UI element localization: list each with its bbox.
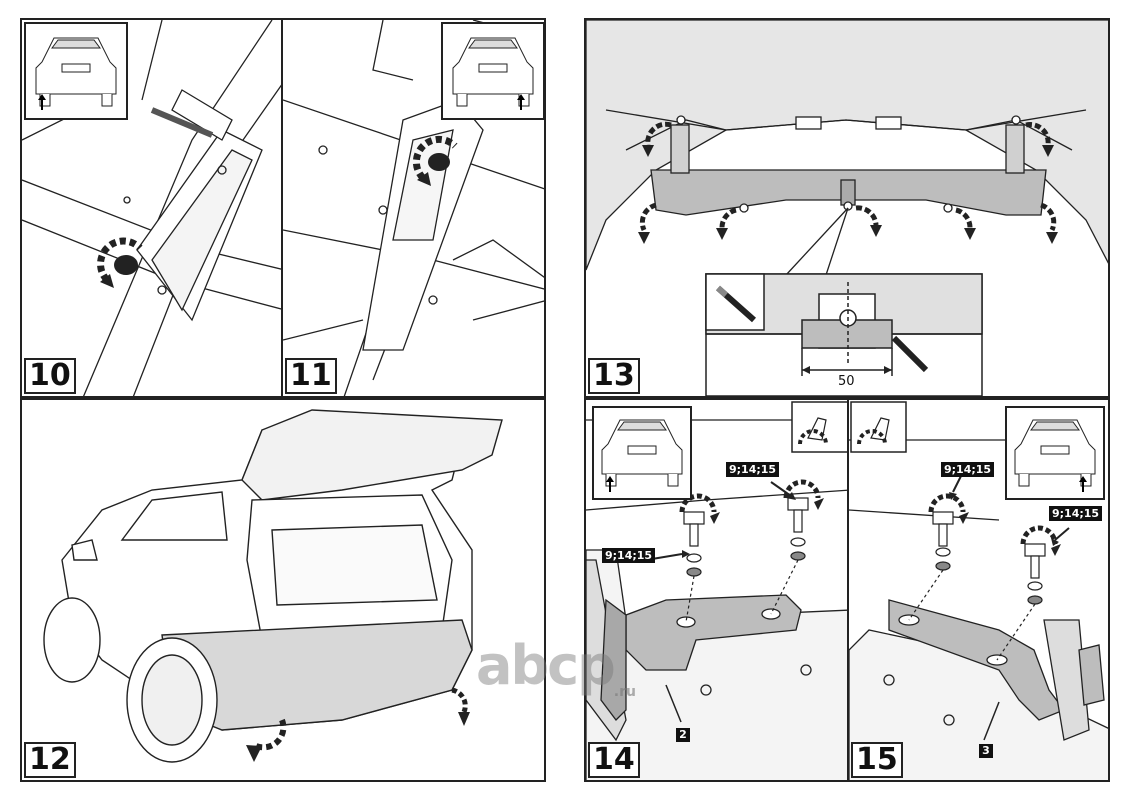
step-number: 14 <box>588 742 640 778</box>
panel-step-13: 50 13 <box>584 18 1110 398</box>
step-number: 12 <box>24 742 76 778</box>
part-number: 3 <box>979 744 993 758</box>
part-number: 2 <box>676 728 690 742</box>
car-rear-thumbnail <box>24 22 128 120</box>
step-11-illustration <box>283 20 544 396</box>
panel-step-10: 10 <box>20 18 283 398</box>
torque-label: 9;14;15 <box>602 548 656 563</box>
step-14-illustration <box>586 401 847 780</box>
step-number: 10 <box>24 358 76 394</box>
step-number: 13 <box>588 358 640 394</box>
car-rear-thumbnail <box>441 22 544 120</box>
car-rear-thumbnail <box>592 406 692 500</box>
car-rear-thumbnail <box>1005 406 1105 500</box>
step-15-illustration <box>849 401 1108 780</box>
panel-step-12: 12 <box>20 398 546 782</box>
step-number: 15 <box>851 742 903 778</box>
step-13-illustration <box>586 20 1108 396</box>
step-10-illustration <box>22 20 281 396</box>
watermark-logo: abcp.ru <box>476 634 636 700</box>
dimension-label: 50 <box>838 374 855 389</box>
panel-step-14: 9;14;15 9;14;15 2 14 <box>584 398 849 782</box>
step-number: 11 <box>285 358 337 394</box>
watermark-suffix: .ru <box>613 683 636 700</box>
panel-step-11: 11 <box>281 18 546 398</box>
step-12-illustration <box>43 409 503 763</box>
torque-label: 9;14;15 <box>1049 506 1103 521</box>
watermark-text: abcp <box>476 634 616 697</box>
panel-step-15: 9;14;15 9;14;15 3 15 <box>847 398 1110 782</box>
torque-label: 9;14;15 <box>726 462 780 477</box>
torque-label: 9;14;15 <box>941 462 995 477</box>
